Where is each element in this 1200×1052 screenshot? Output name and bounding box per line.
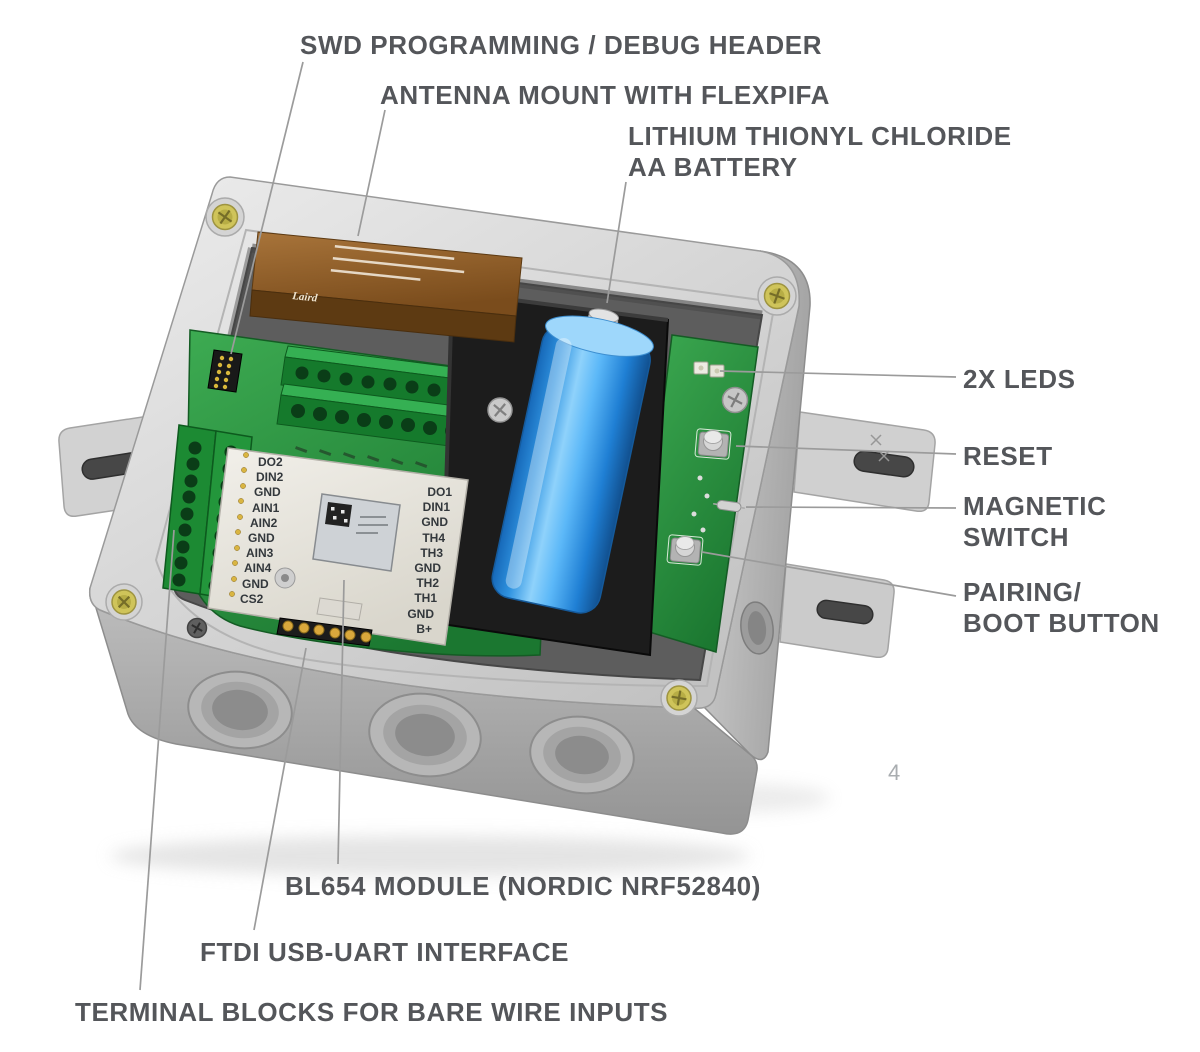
- pin-labels-right: DO1 DIN1 GND TH4 TH3 GND TH2 TH1 GND B+: [407, 485, 452, 636]
- lid-screw: [757, 276, 797, 316]
- pin-label: DO1: [427, 485, 452, 499]
- callout-swd-header: SWD PROGRAMMING / DEBUG HEADER: [300, 30, 823, 60]
- pin-labels-left: DO2 DIN2 GND AIN1 AIN2 GND AIN3 AIN4 GND…: [240, 455, 284, 606]
- callout-magnetic-line1: MAGNETIC: [963, 491, 1107, 521]
- callout-pairing-line2: BOOT BUTTON: [963, 608, 1160, 638]
- silkscreen-marks: [295, 446, 428, 468]
- led-pair: [693, 361, 725, 378]
- knockout-middle: [368, 692, 482, 778]
- lid-screw: [660, 679, 698, 717]
- callout-antenna-mount: ANTENNA MOUNT WITH FLEXPIFA: [380, 80, 830, 110]
- pin-label: B+: [416, 622, 432, 636]
- leader-ftdi: [253, 647, 307, 931]
- leader-leds: [719, 370, 957, 378]
- callout-leds: 2X LEDS: [963, 364, 1076, 394]
- pin-label: TH2: [416, 576, 439, 590]
- pairing-boot-button: [666, 534, 704, 566]
- callout-battery-line1: LITHIUM THIONYL CHLORIDE: [628, 121, 1012, 151]
- magnetic-switch: [691, 475, 745, 533]
- mounting-slot: [816, 599, 874, 625]
- leader-battery: [606, 181, 627, 304]
- lid-rim-inner-edge: [154, 228, 777, 688]
- pcb-screw: [721, 386, 749, 414]
- pin-label: DO2: [258, 455, 283, 469]
- cavity-interior: Laird: [162, 231, 764, 682]
- leader-bl654: [337, 579, 345, 865]
- leader-lines: [139, 61, 957, 991]
- mold-marks: [870, 434, 890, 462]
- leader-reset: [735, 445, 957, 455]
- antenna-brand-text: Laird: [291, 290, 319, 305]
- pin-label: GND: [254, 485, 281, 499]
- side-gland-hole: [740, 601, 774, 655]
- pin-label: AIN4: [244, 561, 272, 575]
- ftdi-header: [276, 617, 373, 647]
- pin-label: TH3: [420, 546, 443, 560]
- knockout-left: [187, 670, 293, 750]
- callout-ftdi-interface: FTDI USB-UART INTERFACE: [200, 937, 570, 967]
- callout-magnetic-line2: SWITCH: [963, 522, 1070, 552]
- pin-label: AIN3: [246, 546, 274, 560]
- standoff-screw: [487, 397, 513, 423]
- pin-label: AIN2: [250, 516, 278, 530]
- reset-button: [694, 428, 732, 460]
- pin-label: GND: [242, 577, 269, 591]
- callout-terminal-blocks: TERMINAL BLOCKS FOR BARE WIRE INPUTS: [75, 997, 669, 1027]
- leader-antenna: [357, 109, 386, 237]
- pin-label: TH1: [414, 591, 437, 605]
- pin-label: GND: [421, 515, 448, 529]
- lid-screw: [205, 197, 245, 237]
- leader-terminal-blocks: [139, 529, 175, 991]
- lid-screws: [105, 197, 797, 717]
- leader-magnetic-switch: [745, 506, 957, 509]
- pin-label: DIN2: [256, 470, 284, 484]
- callout-bl654-module: BL654 MODULE (NORDIC NRF52840): [285, 871, 761, 901]
- callout-battery: LITHIUM THIONYL CHLORIDE AA BATTERY: [628, 121, 1012, 183]
- pin-label: CS2: [240, 592, 264, 606]
- rim-screw-small: [186, 617, 208, 639]
- mounting-flange-right-lower: [779, 563, 895, 659]
- page-number: 4: [888, 760, 901, 785]
- aa-battery: [491, 308, 654, 614]
- pin-label: GND: [414, 561, 441, 575]
- solder-pads: [229, 452, 249, 597]
- sensor-carrier-board: DO2 DIN2 GND AIN1 AIN2 GND AIN3 AIN4 GND…: [207, 447, 469, 646]
- pin-label: GND: [407, 607, 434, 621]
- pin-label: TH4: [422, 531, 445, 545]
- cable-knockouts: [187, 670, 635, 795]
- pin-label: DIN1: [423, 500, 451, 514]
- callout-magnetic-switch: MAGNETIC SWITCH: [963, 491, 1106, 553]
- callout-pairing-line1: PAIRING/: [963, 577, 1082, 607]
- callout-battery-line2: AA BATTERY: [628, 152, 798, 182]
- callout-pairing-button: PAIRING/ BOOT BUTTON: [963, 577, 1160, 639]
- pin-label: AIN1: [252, 501, 280, 515]
- swd-debug-header: [207, 349, 243, 393]
- bl654-module: [312, 493, 401, 572]
- pin-label: GND: [248, 531, 275, 545]
- lid-screw: [105, 583, 143, 621]
- knockout-right: [529, 715, 635, 795]
- mounting-flange-right-upper: [793, 411, 936, 513]
- callout-reset: RESET: [963, 441, 1053, 471]
- leader-pairing-button: [701, 551, 957, 597]
- leader-swd: [230, 61, 304, 355]
- antenna-module: Laird: [249, 231, 523, 343]
